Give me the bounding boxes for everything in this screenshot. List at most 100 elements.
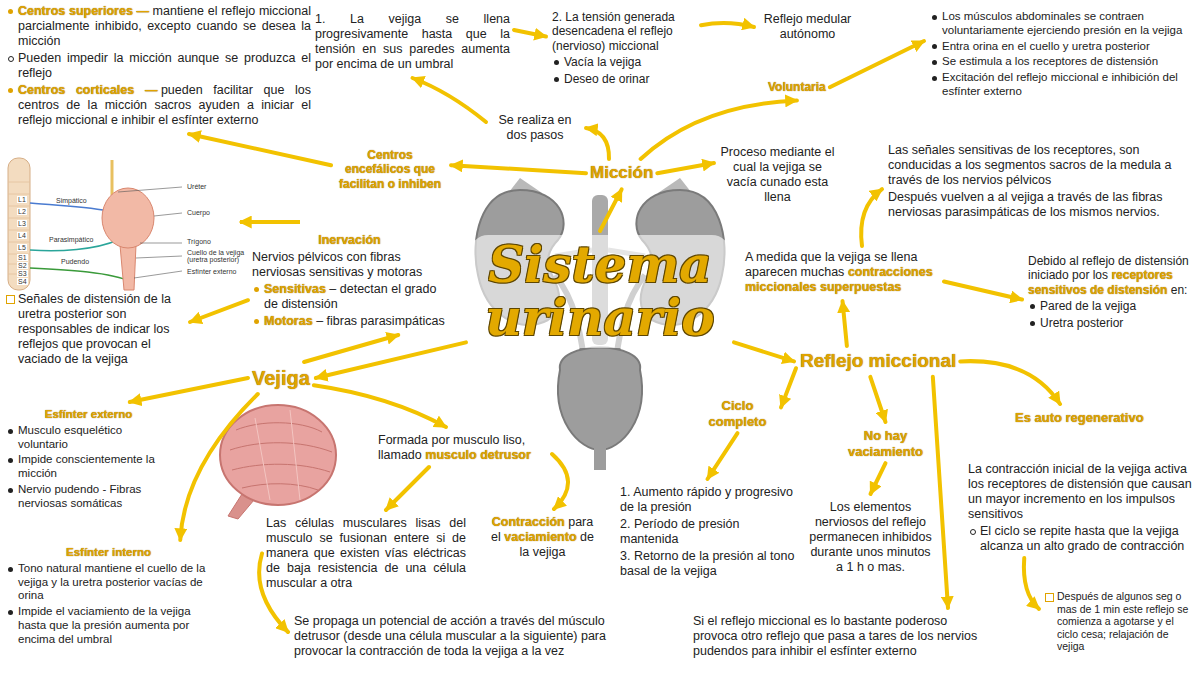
mind-node: Centros superiores —mantiene el reflejo …: [6, 4, 311, 128]
highlight-text: Micción: [590, 163, 653, 182]
bullet-mark: [8, 458, 13, 463]
text-block: Impide el vaciamiento de la vejiga hasta…: [6, 605, 211, 646]
text-block: Se propaga un potencial de acción a trav…: [294, 614, 609, 659]
connector-arrow: [316, 342, 466, 378]
mind-node: Micción: [590, 163, 653, 183]
mind-node: Voluntaria: [768, 80, 826, 94]
node-text: Se realiza en dos pasos: [499, 113, 572, 142]
node-text: 3. Retorno de la presión al tono basal d…: [620, 549, 794, 578]
connector-arrow: [843, 301, 847, 346]
text-block: Debido al reflejo de distensión iniciado…: [1028, 254, 1193, 297]
text-block: Las células musculares lisas del musculo…: [266, 516, 466, 591]
bullet-mark: [8, 9, 13, 14]
text-block: Si el reflejo miccional es lo bastante p…: [693, 614, 993, 659]
text-block: Centros encefálicos que facilitan o inhi…: [335, 148, 445, 191]
connector-arrow: [933, 377, 948, 608]
text-block: 1. Aumento rápido y progresivo de la pre…: [620, 485, 795, 515]
bullet-mark: [1030, 304, 1035, 309]
connector-arrow: [180, 394, 258, 540]
text-block: Vejiga: [252, 366, 310, 390]
node-text: Tono natural mantiene el cuello de la ve…: [18, 562, 205, 602]
urinary-system-figure-part: [558, 348, 642, 451]
mind-node: Vejiga: [252, 366, 310, 390]
text-block: Contracciónpara elvaciamientode la vejig…: [485, 515, 600, 560]
mind-node: Las señales sensitivas de los receptores…: [888, 143, 1193, 220]
part-label: S3: [17, 270, 28, 277]
spinal-cord-figure-part: [102, 188, 154, 248]
text-block: La contracción inicial de la vejiga acti…: [968, 462, 1193, 522]
mind-node: Formada por musculo liso, llamadomusculo…: [378, 433, 548, 463]
highlight-text: Centros superiores —: [18, 4, 149, 18]
connector-arrow: [657, 163, 714, 173]
highlight-text: musculo detrusor: [425, 448, 531, 462]
text-block: Pared de la vejiga: [1028, 299, 1193, 313]
bullet-mark: [1045, 593, 1054, 602]
highlight-text: Esfínter externo: [45, 408, 133, 420]
node-text: El ciclo se repite hasta que la vejiga a…: [980, 524, 1184, 553]
connector-arrow: [830, 41, 924, 87]
part-label: L1: [17, 196, 27, 203]
part-label: Trígono: [186, 238, 212, 245]
mind-node: Los elementos nerviosos del reflejo perm…: [808, 500, 933, 575]
mind-node: Se propaga un potencial de acción a trav…: [294, 614, 609, 659]
connector-arrow: [861, 189, 882, 246]
mind-node: 2. La tensión generada desencadena el re…: [552, 10, 697, 86]
node-text: Proceso mediante el cual la vejiga se va…: [721, 145, 835, 204]
node-text: – fibras parasimpáticas: [316, 314, 445, 328]
text-block: Esfínter externo: [6, 408, 171, 422]
bullet-mark: [932, 76, 937, 81]
spinal-cord-figure-part: [120, 245, 136, 290]
highlight-text: Centros encefálicos que facilitan o inhi…: [339, 148, 441, 191]
highlight-text: Esfínter interno: [66, 546, 151, 558]
mind-node: Centros encefálicos que facilitan o inhi…: [335, 148, 445, 191]
node-text: 2. La tensión generada desencadena el re…: [552, 10, 675, 53]
mind-node: Es auto regenerativo: [1015, 410, 1144, 426]
node-text: Pared de la vejiga: [1040, 299, 1136, 313]
connector-arrow: [944, 282, 1022, 300]
connector-arrow: [314, 385, 446, 427]
node-text: Después vuelven a al vejiga a través de …: [888, 190, 1162, 219]
text-block: Uretra posterior: [1028, 316, 1193, 330]
part-label: Simpático: [55, 197, 88, 204]
part-label: Cuerpo: [186, 209, 211, 216]
highlight-text: No hay vaciamiento: [848, 428, 923, 459]
bullet-mark: [254, 319, 259, 324]
mind-node: A medida que la vejiga se llena aparecen…: [745, 250, 940, 295]
bullet-mark: [254, 287, 259, 292]
highlight-text: Sensitivas: [264, 282, 326, 296]
text-block: Las señales sensitivas de los receptores…: [888, 143, 1193, 188]
connector-arrow: [304, 335, 398, 362]
connector-arrow: [386, 467, 429, 510]
connector-arrow: [871, 463, 886, 494]
node-text: Impide el vaciamiento de la vejiga hasta…: [18, 605, 191, 645]
spinal-cord-figure-part: [111, 160, 114, 195]
connector-arrow: [189, 134, 331, 165]
mind-node: Contracciónpara elvaciamientode la vejig…: [485, 515, 600, 560]
part-label: Pudendo: [60, 258, 90, 265]
node-text: Sistema urinario: [485, 235, 714, 347]
mind-node: La contracción inicial de la vejiga acti…: [968, 462, 1193, 554]
text-block: Centros corticales —pueden facilitar que…: [6, 83, 311, 128]
node-text: Nervio pudendo - Fibras nerviosas somáti…: [18, 483, 141, 509]
bullet-mark: [554, 77, 559, 82]
spinal-cord-figure-part: [8, 158, 30, 290]
mind-node: Esfínter internoTono natural mantiene el…: [6, 546, 211, 647]
connector-arrow: [413, 78, 487, 122]
text-block: Centros superiores —mantiene el reflejo …: [6, 4, 311, 49]
bullet-mark: [8, 88, 13, 93]
node-text: Reflejo medular autónomo: [764, 12, 852, 41]
text-block: Motoras– fibras parasimpáticas: [252, 314, 447, 329]
mind-node: Esfínter externoMusculo esquelético volu…: [6, 408, 171, 511]
highlight-text: Ciclo completo: [709, 398, 767, 429]
node-text: La contracción inicial de la vejiga acti…: [968, 462, 1192, 521]
text-block: Ciclo completo: [700, 398, 775, 429]
mind-node: Si el reflejo miccional es lo bastante p…: [693, 614, 993, 659]
text-block: No hay vaciamiento: [838, 428, 933, 459]
connector-arrow: [1024, 558, 1039, 609]
mind-node: No hay vaciamiento: [838, 428, 933, 459]
text-block: Inervación: [252, 233, 447, 248]
spinal-cord-figure: [8, 158, 182, 290]
highlight-text: Vejiga: [252, 367, 310, 389]
connector-arrow: [781, 368, 796, 407]
node-text: Los elementos nerviosos del reflejo perm…: [809, 500, 931, 574]
